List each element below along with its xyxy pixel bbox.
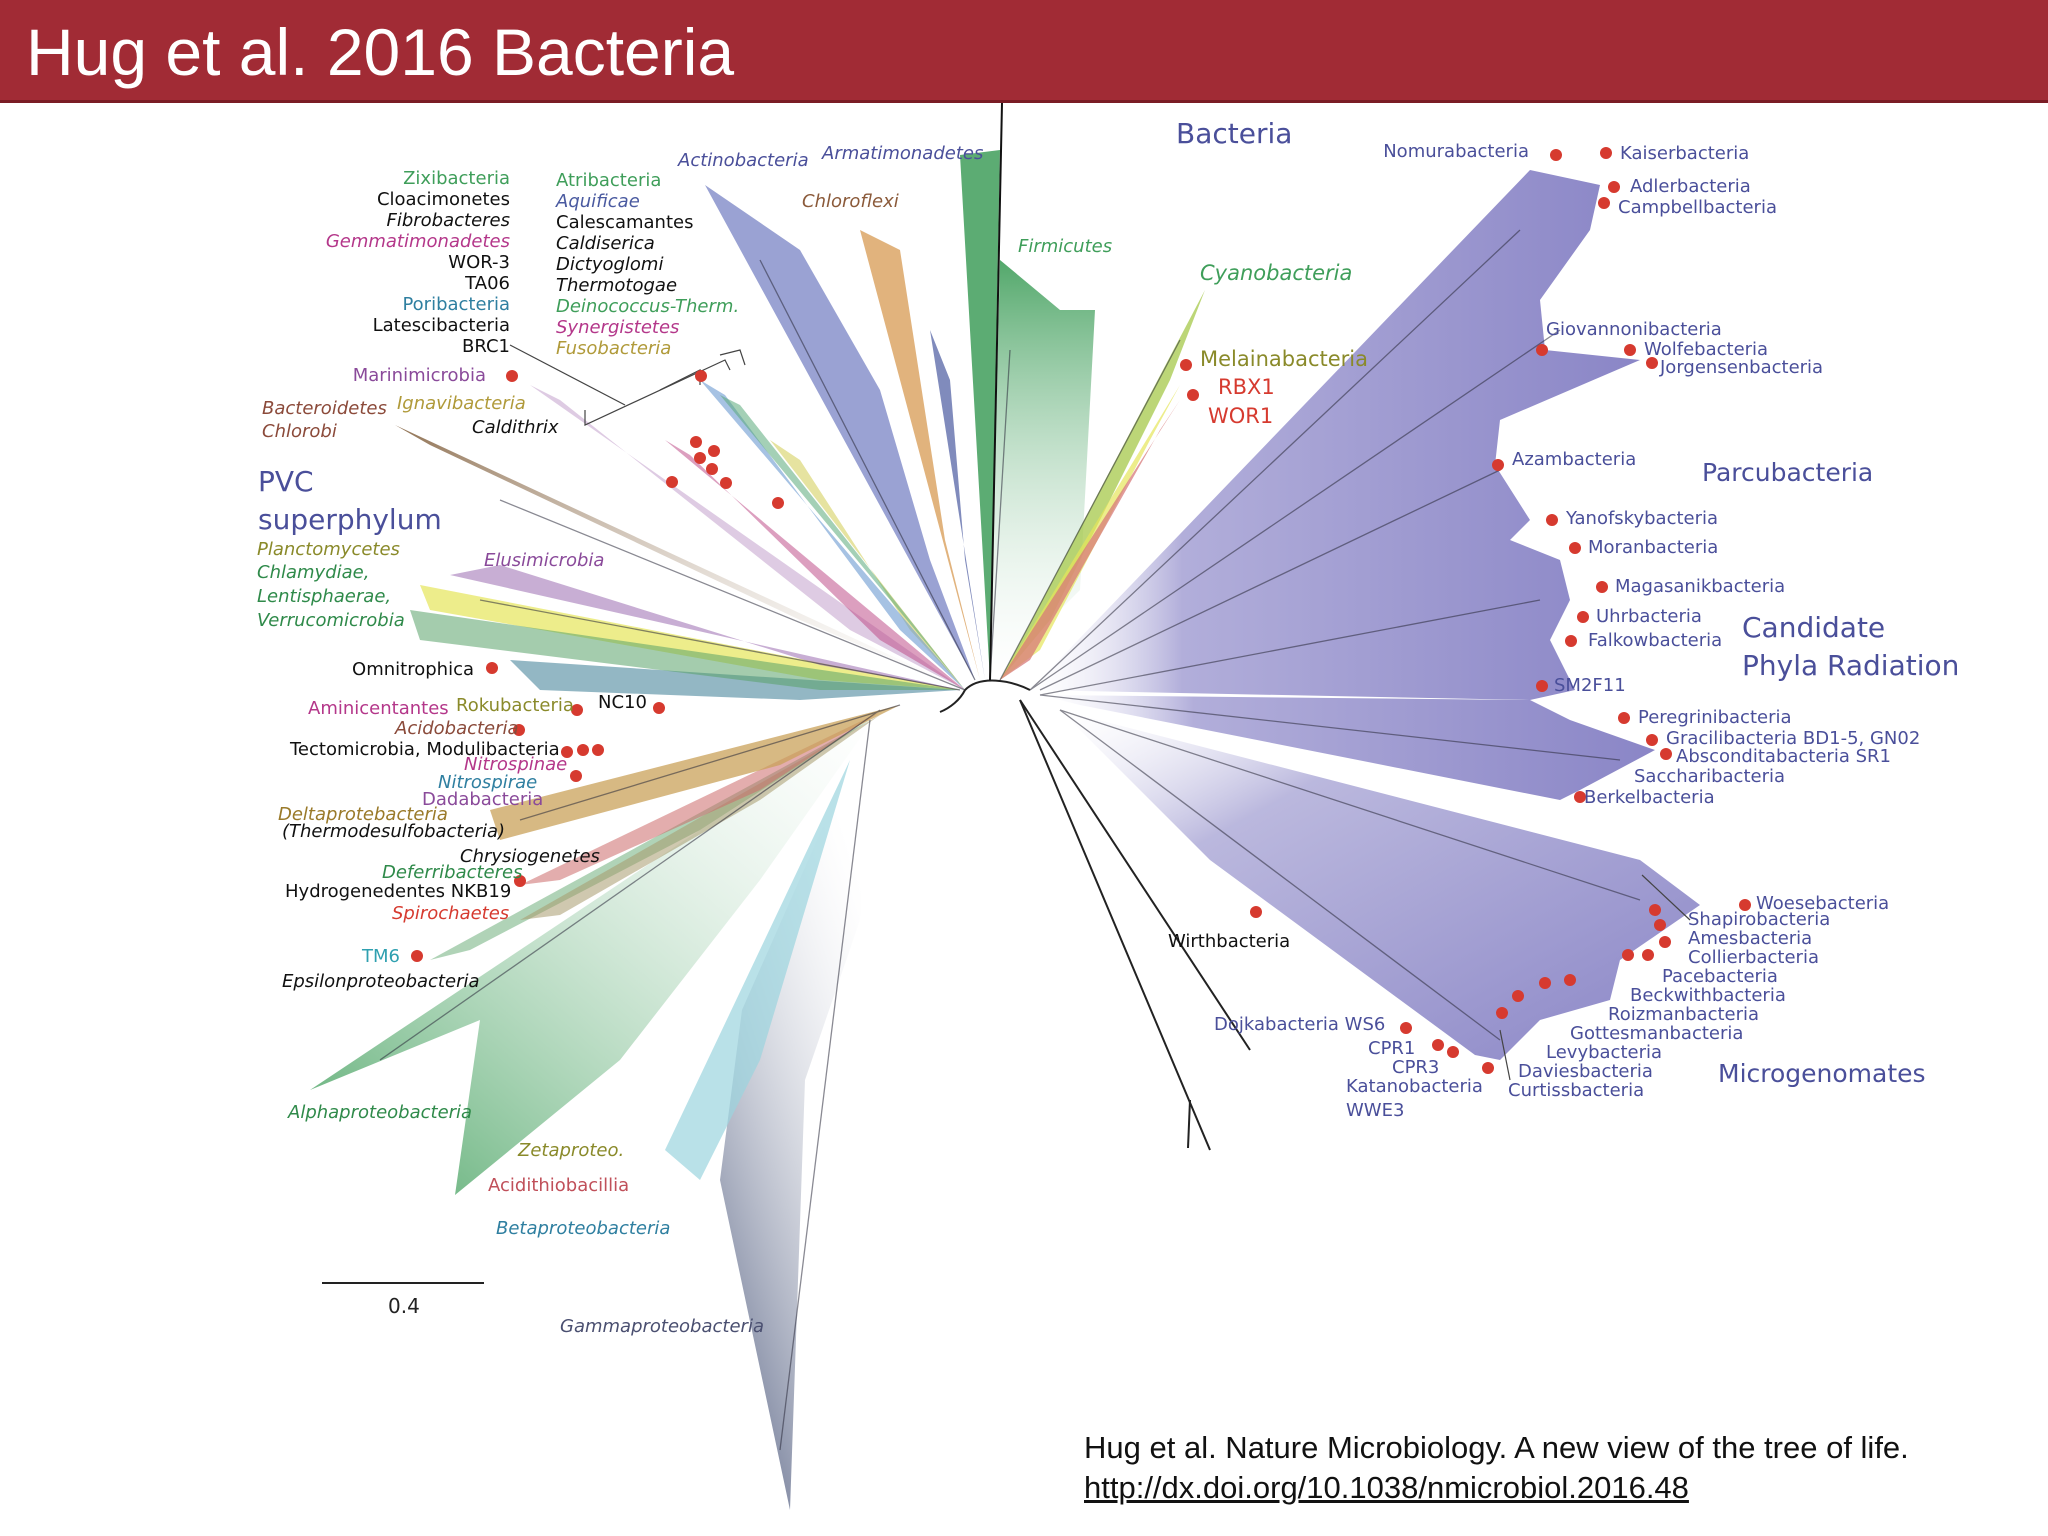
page-title: Hug et al. 2016 Bacteria (26, 15, 735, 89)
wedge-bacteroidetes (395, 425, 965, 690)
wedge-chloroflexi-blue (930, 330, 985, 680)
scale-bar-label: 0.4 (388, 1294, 420, 1318)
root-arc-lower (939, 689, 966, 713)
wedge-alphaproteobacteria (310, 710, 880, 1195)
wedge-chloroflexi (860, 230, 980, 680)
wedge-fcb-pink (665, 440, 965, 690)
wedge-elusimicrobia (450, 565, 960, 690)
trunk-top (989, 103, 1003, 681)
wedge-cpr-middle (1040, 695, 1655, 800)
branch-long-lower-b (1187, 1099, 1191, 1149)
branch-long-lower (1019, 699, 1211, 1151)
wedge-cpr-upper (1030, 170, 1640, 700)
wedge-armatimonadetes (960, 150, 1000, 680)
wedge-cpr-lower (1060, 710, 1700, 1060)
wedge-pvc-green (410, 610, 960, 690)
wedge-fcb-green (720, 395, 965, 690)
citation-text: Hug et al. Nature Microbiology. A new vi… (1084, 1430, 1909, 1465)
wedge-fcb-yellow (770, 440, 965, 690)
wedge-gammaproteobacteria (720, 720, 870, 1510)
wedge-melainabacteria (1000, 385, 1180, 680)
wedge-fcb-blue (700, 380, 965, 690)
candidate-markers (411, 147, 1751, 1074)
root-arc (964, 679, 1031, 691)
header-bar: Hug et al. 2016 Bacteria (0, 0, 2048, 103)
citation-link[interactable]: http://dx.doi.org/10.1038/nmicrobiol.201… (1084, 1470, 1689, 1505)
wedge-rbx1 (1000, 400, 1180, 680)
wedge-deltaproteobacteria (490, 705, 900, 840)
branch-lines (379, 229, 1641, 1451)
tree-diagram (310, 103, 1751, 1510)
citation: Hug et al. Nature Microbiology. A new vi… (1084, 1428, 1909, 1508)
label-connectors (509, 344, 1691, 1081)
branch-wirthbacteria (1019, 699, 1251, 1051)
wedge-betaproteobacteria (665, 760, 850, 1180)
wedge-actinobacteria (705, 185, 975, 680)
